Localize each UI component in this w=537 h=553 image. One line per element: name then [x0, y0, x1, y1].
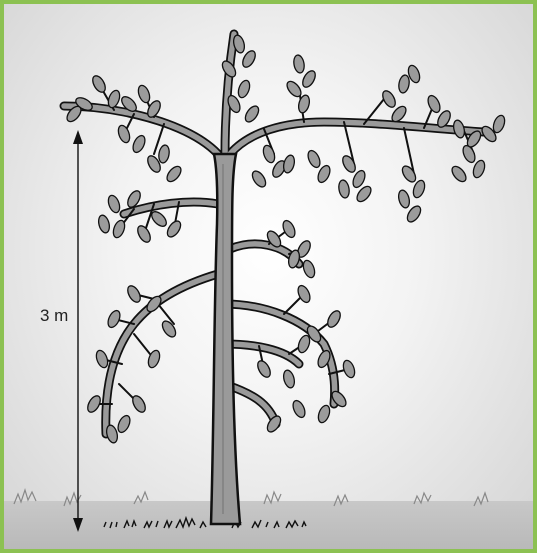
leaf	[293, 54, 306, 73]
leaf	[90, 74, 108, 95]
leaf	[397, 189, 411, 209]
leaf	[106, 89, 122, 109]
leaf	[261, 144, 277, 164]
leaf	[380, 89, 398, 110]
leaf	[158, 144, 171, 163]
leaf	[135, 224, 153, 245]
leaf	[97, 214, 111, 234]
leaf	[131, 134, 148, 155]
leaf	[116, 124, 132, 144]
leaf	[316, 404, 332, 424]
leaf	[282, 154, 296, 174]
leaf	[111, 219, 127, 239]
height-label: 3 m	[40, 304, 68, 328]
leaf	[452, 119, 466, 139]
leaf	[243, 104, 262, 124]
roots	[104, 518, 306, 528]
leaf	[338, 179, 351, 198]
leaf	[236, 79, 252, 99]
leaf	[164, 164, 183, 184]
tree-trunk	[211, 154, 240, 524]
leaf	[125, 284, 143, 305]
leaf	[306, 149, 323, 170]
leaf	[282, 369, 296, 389]
leaves	[64, 34, 506, 444]
height-arrow	[73, 130, 83, 532]
leaf	[325, 309, 343, 330]
leaf	[301, 259, 317, 279]
leaf	[255, 359, 273, 380]
leaf	[85, 394, 103, 415]
leaf	[398, 74, 411, 93]
leaf	[281, 219, 298, 240]
leaf	[400, 164, 419, 184]
leaf	[461, 144, 478, 165]
leaf	[94, 349, 110, 369]
leaf	[106, 309, 123, 330]
leaf	[341, 359, 357, 379]
leaf	[291, 399, 308, 420]
leaf	[340, 154, 358, 175]
grass-tufts	[14, 490, 488, 506]
leaf	[105, 424, 119, 444]
leaf	[116, 414, 133, 435]
leaf	[136, 84, 152, 104]
leaf	[491, 114, 507, 134]
leaf	[250, 169, 269, 189]
leaf	[449, 164, 468, 184]
leaf	[426, 94, 443, 115]
leaf	[296, 334, 312, 354]
leaf	[106, 194, 122, 214]
tree-illustration	[4, 4, 533, 549]
leaf	[165, 219, 184, 239]
leaf	[160, 319, 179, 339]
leaf	[220, 59, 239, 79]
